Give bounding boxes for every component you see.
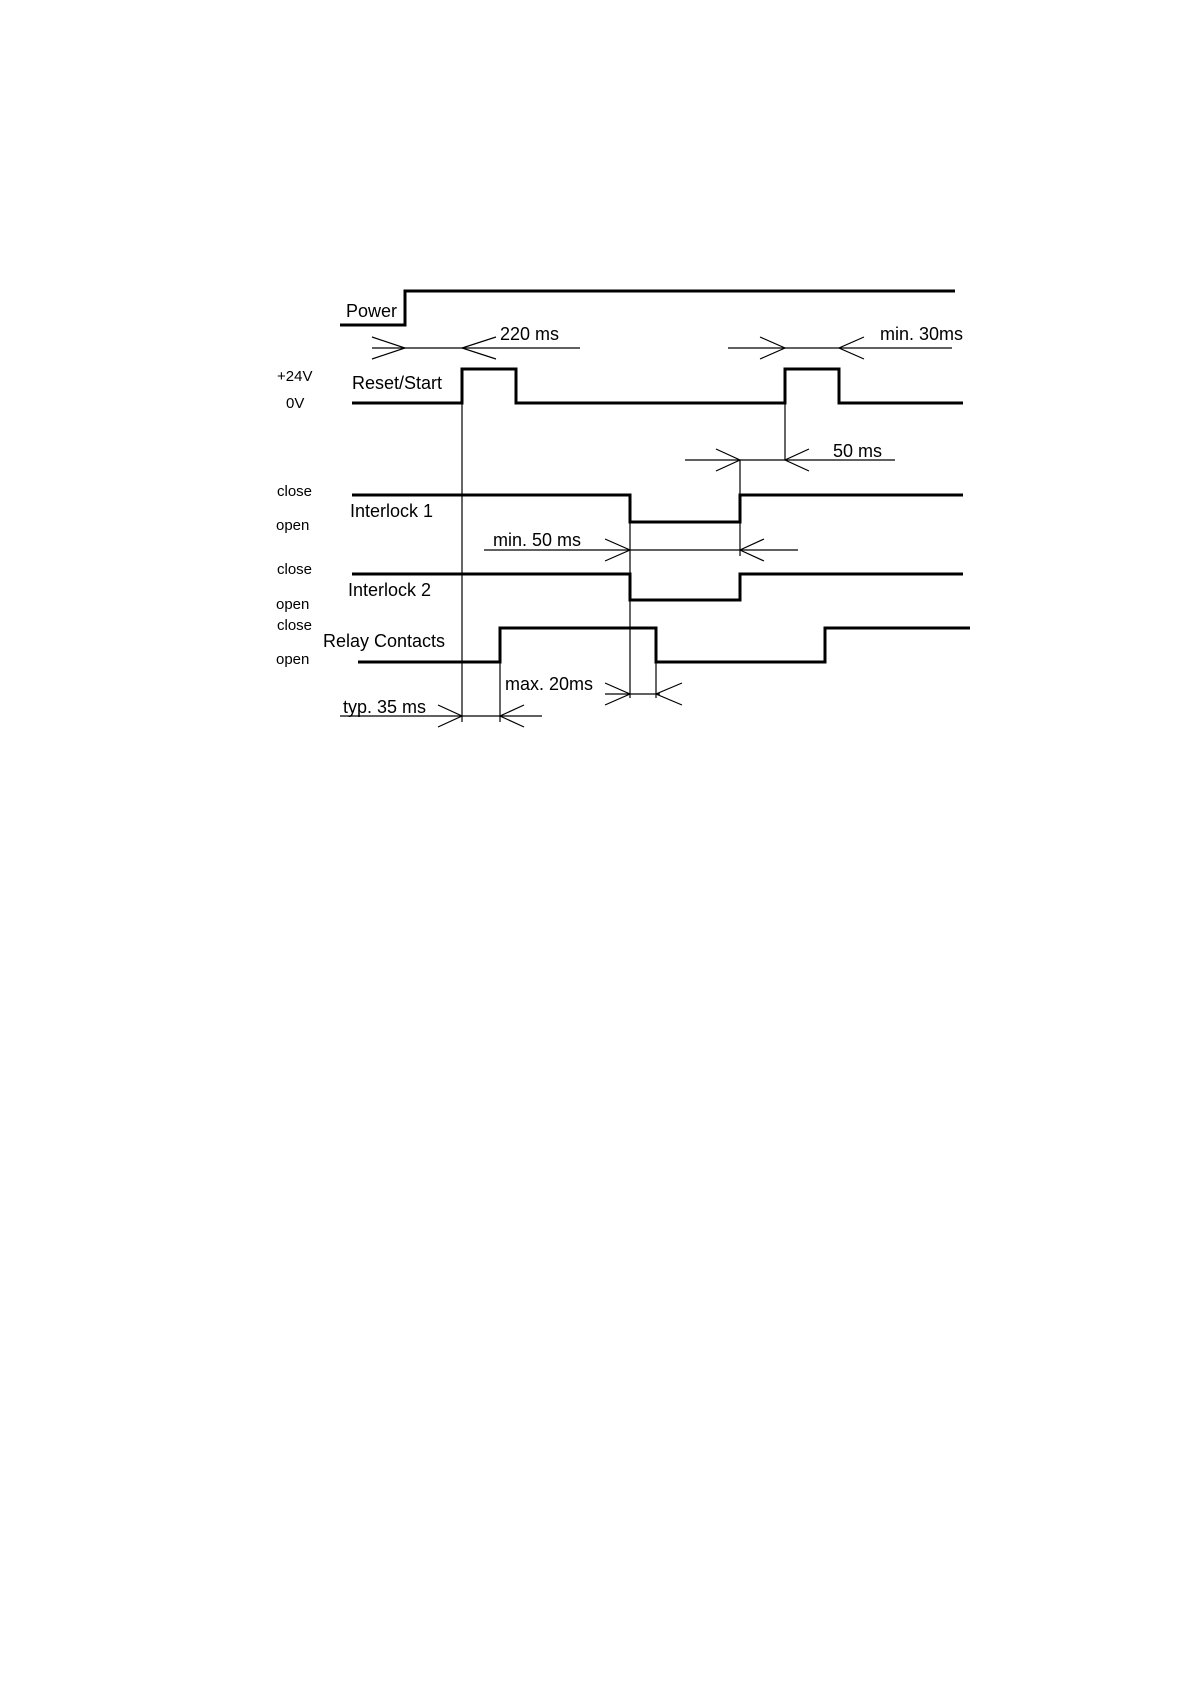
dimension-max-20ms [605, 683, 682, 705]
interlock-1-waveform [352, 495, 963, 522]
interlock-2-label: Interlock 2 [348, 580, 431, 600]
reset-start-label: Reset/Start [352, 373, 442, 393]
level-interlock2-open: open [276, 596, 309, 613]
timing-220ms-label: 220 ms [500, 324, 559, 344]
timing-50ms-label: 50 ms [833, 441, 882, 461]
timing-min-30ms-label: min. 30ms [880, 324, 963, 344]
interlock-1-label: Interlock 1 [350, 501, 433, 521]
level-0v: 0V [286, 395, 304, 412]
level-interlock1-open: open [276, 517, 309, 534]
level-plus24v: +24V [277, 368, 312, 385]
relay-contacts-waveform [358, 628, 970, 662]
level-interlock1-close: close [277, 483, 312, 500]
level-relay-close: close [277, 617, 312, 634]
power-label: Power [346, 301, 397, 321]
timing-typ-35ms-label: typ. 35 ms [343, 697, 426, 717]
timing-min-50ms-label: min. 50 ms [493, 530, 581, 550]
reset-start-waveform [352, 369, 963, 403]
relay-contacts-label: Relay Contacts [323, 631, 445, 651]
interlock-2-waveform [352, 574, 963, 600]
power-waveform [340, 291, 955, 325]
timing-max-20ms-label: max. 20ms [505, 674, 593, 694]
level-interlock2-close: close [277, 561, 312, 578]
level-relay-open: open [276, 651, 309, 668]
